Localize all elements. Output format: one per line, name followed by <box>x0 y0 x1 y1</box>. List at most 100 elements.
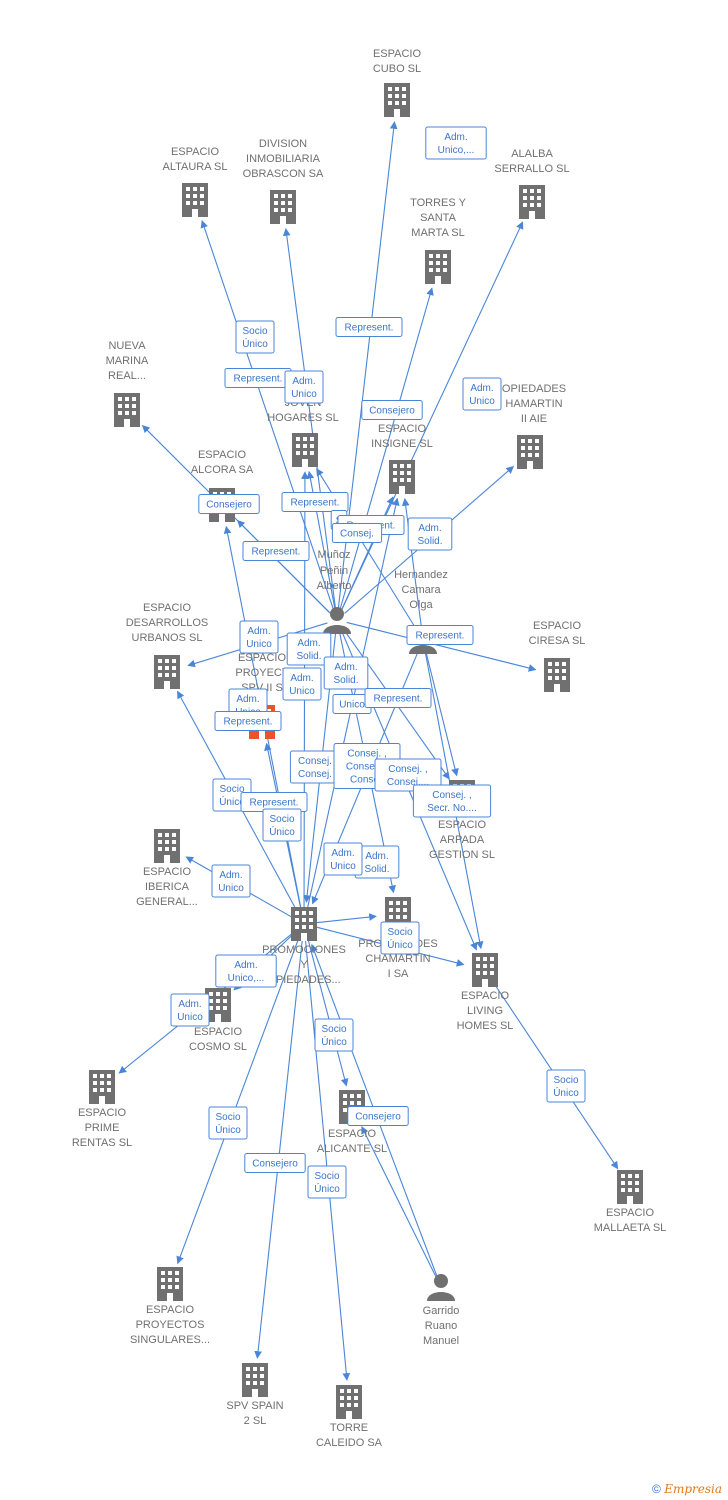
node-promociones[interactable]: PROMOCIONESYOPIEDADES... <box>262 907 346 986</box>
node-label: TORRE <box>330 1422 368 1434</box>
edge-label-text: Consej. <box>350 775 384 786</box>
node-label: Garrido <box>423 1305 460 1317</box>
edge-label[interactable]: Represent. <box>214 711 282 731</box>
edge-munoz-division <box>282 228 337 611</box>
node-label: GENERAL... <box>136 896 198 908</box>
node-singulares[interactable]: ESPACIOPROYECTOSSINGULARES... <box>130 1267 210 1346</box>
edge-label[interactable]: Adm.Solid. <box>286 632 332 666</box>
edge-label-text: Unico <box>218 883 244 894</box>
edge-label[interactable]: Represent. <box>364 688 432 708</box>
edge-label[interactable]: Represent. <box>224 368 292 388</box>
node-label: LIVING <box>467 1005 503 1017</box>
edge-label-text: Consej. <box>298 769 332 780</box>
edge-label[interactable]: Represent. <box>281 492 349 512</box>
edge-label[interactable]: Consej.Consej. <box>289 750 341 784</box>
edge-label[interactable]: Represent. <box>242 541 310 561</box>
edge-munoz-alalba <box>340 221 524 612</box>
edge-label[interactable]: Consejero <box>361 400 423 420</box>
edge-label[interactable]: Represent. <box>335 317 403 337</box>
edge-label[interactable]: Consejero <box>198 494 260 514</box>
edge-label-text: Consej.... <box>387 777 429 788</box>
building-icon <box>389 460 415 494</box>
node-label: ESPACIO <box>373 48 422 60</box>
edge-label[interactable]: Adm.Unico <box>239 620 279 654</box>
node-label: ALALBA <box>511 148 553 160</box>
edge-label[interactable]: Adm.Unico,... <box>215 954 277 988</box>
edge-label-text: Represent. <box>416 631 465 642</box>
node-label: I SA <box>388 968 409 980</box>
node-label: ESPACIO <box>438 819 487 831</box>
edge-label[interactable]: Consej. <box>331 523 383 543</box>
edge-label[interactable]: Adm.Solid. <box>407 517 453 551</box>
building-icon <box>292 433 318 467</box>
node-iberica[interactable]: ESPACIOIBERICAGENERAL... <box>136 829 198 908</box>
building-icon <box>242 1363 268 1397</box>
edge-label[interactable]: Consejero <box>347 1106 409 1126</box>
edge-label-box <box>412 784 492 818</box>
edge-label[interactable]: Adm.Unico <box>323 842 363 876</box>
edge-label[interactable]: Adm.Unico <box>284 370 324 404</box>
edge-label[interactable]: Adm.Unico <box>282 667 322 701</box>
node-label: HOMES SL <box>457 1020 514 1032</box>
building-icon <box>154 829 180 863</box>
edge-label[interactable]: Consej. ,Secr. No.... <box>412 784 492 818</box>
edge-label[interactable]: Adm.Unico,... <box>425 126 487 160</box>
edge-label[interactable]: Represent. <box>406 625 474 645</box>
edge-label-box <box>380 921 420 955</box>
footer-brand[interactable]: © Empresia <box>652 1482 722 1496</box>
edge-label[interactable]: Adm.Unico <box>462 377 502 411</box>
edge-label[interactable]: Consejero <box>244 1153 306 1173</box>
edge-label[interactable]: Adm.Solid. <box>323 656 369 690</box>
edge-label-text: Adm. <box>290 673 313 684</box>
edge-label-box <box>364 688 432 708</box>
edge-label[interactable]: Adm.Unico <box>170 993 210 1027</box>
edge-label[interactable]: Adm.Unico <box>211 864 251 898</box>
edge-label-text: Adm. <box>444 132 467 143</box>
edge-label[interactable]: Represent. <box>240 792 308 812</box>
edge-label[interactable]: Consej. ,Consej.... <box>374 758 442 792</box>
node-label: ESPACIO <box>171 146 220 158</box>
edge-labels-layer: Adm.Unico,...SocioÚnicoRepresent.Represe… <box>170 126 586 1199</box>
edge-label-text: Único <box>215 1123 241 1136</box>
node-nueva[interactable]: NUEVAMARINAREAL... <box>106 340 149 427</box>
edge-label-box <box>335 317 403 337</box>
node-label: DESARROLLOS <box>126 617 209 629</box>
node-label: ESPACIO <box>143 866 192 878</box>
building-icon <box>472 953 498 987</box>
node-label: Camara <box>401 584 441 596</box>
building-icon <box>425 250 451 284</box>
person-icon <box>427 1274 455 1301</box>
node-label: MARTA SL <box>411 227 464 239</box>
edge-label-text: Represent. <box>234 374 283 385</box>
edge-label-text: Solid. <box>333 675 358 686</box>
